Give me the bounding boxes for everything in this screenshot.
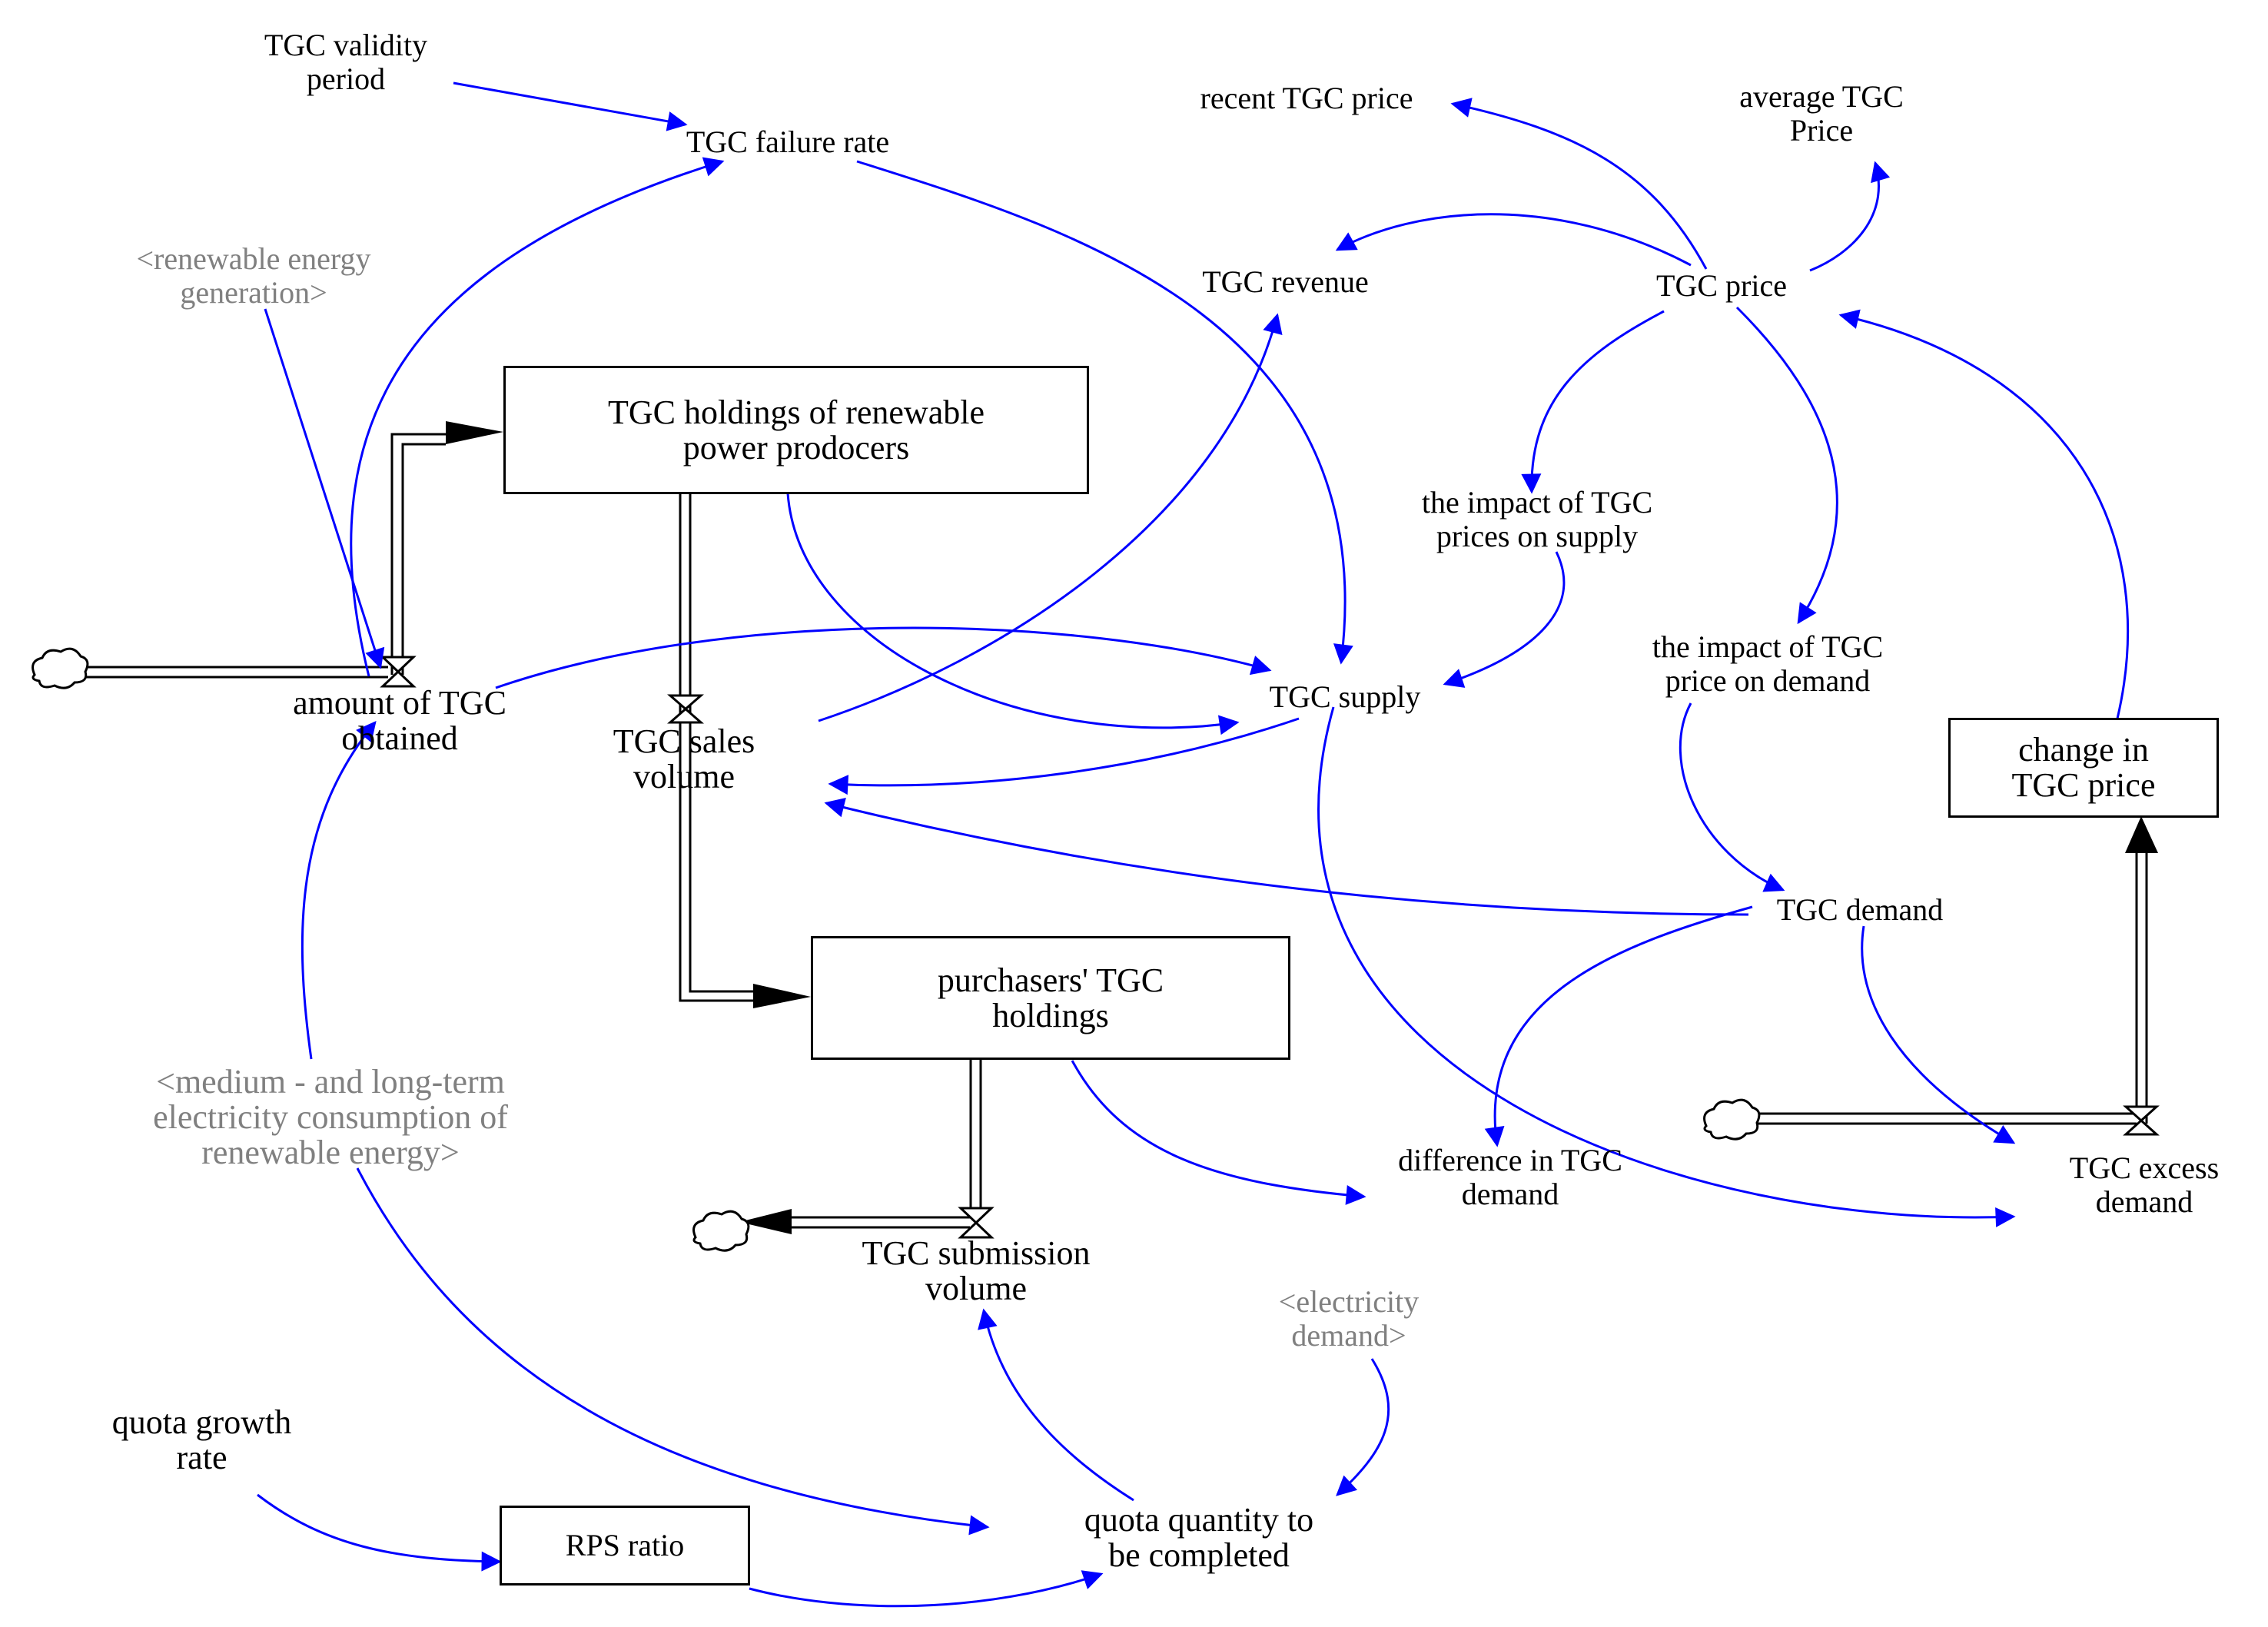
arrowhead-purchasers <box>753 984 811 1008</box>
pipe-obtained-to-holdings <box>390 433 446 675</box>
link-growth-to-rps <box>257 1493 502 1572</box>
pipe-cloud-to-excess <box>1752 1112 2137 1125</box>
link-price-to-recent <box>1450 98 1708 270</box>
stock-purchasers-holdings-label: purchasers' TGC holdings <box>937 961 1164 1034</box>
var-supply: TGC supply <box>1269 679 1421 714</box>
shadow-electricity-demand: <electricity demand> <box>1278 1284 1420 1353</box>
link-demand-to-difference <box>1484 905 1753 1147</box>
var-quota-growth: quota growth rate <box>111 1403 292 1476</box>
stock-holdings-renewable-label: TGC holdings of renewable power prodocer… <box>608 393 985 467</box>
var-impact-demand: the impact of TGC price on demand <box>1652 629 1884 698</box>
valve-obtained <box>380 656 417 688</box>
pipe-submission-to-cloud <box>792 1216 970 1229</box>
flow-pipes <box>81 433 2148 1229</box>
var-demand: TGC demand <box>1776 892 1944 927</box>
clouds <box>32 647 1761 1252</box>
cloud-right <box>1703 1098 1761 1141</box>
var-revenue: TGC revenue <box>1202 264 1369 299</box>
link-price-to-revenue <box>1335 213 1692 267</box>
link-obtained-to-failure <box>350 157 725 677</box>
valve-sales <box>667 694 704 724</box>
stock-rps-ratio-label: RPS ratio <box>565 1528 685 1562</box>
flow-submission-volume: TGC submission volume <box>862 1234 1091 1307</box>
valve-excess <box>2123 1105 2160 1136</box>
link-sales-to-revenue <box>818 313 1283 722</box>
link-price-to-impact-demand <box>1735 306 1838 625</box>
link-demand-to-sales <box>824 797 1749 916</box>
cloud-left-top <box>32 647 89 689</box>
stock-change-in-price-label: change in TGC price <box>2011 731 2156 804</box>
link-obtained-to-supply <box>495 626 1272 689</box>
stock-change-in-price: change in TGC price <box>1948 718 2219 818</box>
pipe-purchasers-to-submission <box>969 1057 982 1214</box>
valves <box>380 656 2160 1239</box>
link-demand-to-excess <box>1861 925 2016 1144</box>
var-validity-period: TGC validity period <box>264 28 428 96</box>
valve-submission <box>958 1207 995 1239</box>
link-impact-supply-to-supply <box>1443 551 1566 688</box>
link-quota-to-submission <box>978 1308 1134 1502</box>
link-impact-demand-to-demand <box>1679 702 1785 892</box>
var-difference-demand: difference in TGC demand <box>1398 1143 1622 1211</box>
var-failure-rate: TGC failure rate <box>686 125 890 159</box>
stock-holdings-renewable: TGC holdings of renewable power prodocer… <box>503 366 1089 494</box>
link-validity-to-failure <box>453 81 688 131</box>
link-failure-to-supply <box>856 160 1353 665</box>
pipe-cloud-to-obtained <box>81 666 388 679</box>
arrowhead-change <box>2125 816 2158 853</box>
pipe-excess-to-change <box>2135 853 2148 1124</box>
link-change-to-price <box>1838 309 2130 719</box>
var-average-price: average TGC Price <box>1739 79 1904 148</box>
arrowhead-holdings <box>446 421 503 444</box>
link-supply-to-sales <box>828 717 1300 795</box>
causal-links <box>257 81 2130 1608</box>
link-consumption-to-obtained <box>301 720 377 1060</box>
flow-amount-obtained: amount of TGC obtained <box>293 684 506 757</box>
var-recent-price: recent TGC price <box>1200 81 1413 115</box>
link-holdings-to-supply <box>786 493 1240 735</box>
link-price-to-average <box>1809 161 1891 272</box>
link-price-to-impact-supply <box>1521 310 1665 494</box>
shadow-renewable-generation: <renewable energy generation> <box>136 241 371 310</box>
arrowhead-cloud-left <box>739 1209 792 1234</box>
flow-excess-demand: TGC excess demand <box>2069 1151 2220 1219</box>
link-electricity-to-quota <box>1336 1358 1390 1496</box>
link-consumption-to-quota <box>356 1167 990 1536</box>
stock-rps-ratio: RPS ratio <box>500 1506 750 1585</box>
var-quota-quantity: quota quantity to be completed <box>1084 1501 1314 1574</box>
link-generation-to-obtained <box>264 308 385 669</box>
pipe-holdings-to-purchasers <box>679 492 753 1002</box>
link-rps-to-quota <box>749 1570 1104 1608</box>
stock-purchasers-holdings: purchasers' TGC holdings <box>811 936 1290 1060</box>
link-purchasers-to-difference <box>1071 1060 1366 1205</box>
cloud-left-bottom <box>692 1210 750 1252</box>
shadow-medium-long-consumption: <medium - and long-term electricity cons… <box>153 1063 508 1171</box>
var-price: TGC price <box>1656 268 1787 303</box>
pipe-arrowheads <box>446 421 2158 1234</box>
flow-sales-volume: TGC sales volume <box>613 722 755 795</box>
var-impact-supply: the impact of TGC prices on supply <box>1421 485 1653 553</box>
link-supply-to-excess <box>1317 706 2016 1227</box>
